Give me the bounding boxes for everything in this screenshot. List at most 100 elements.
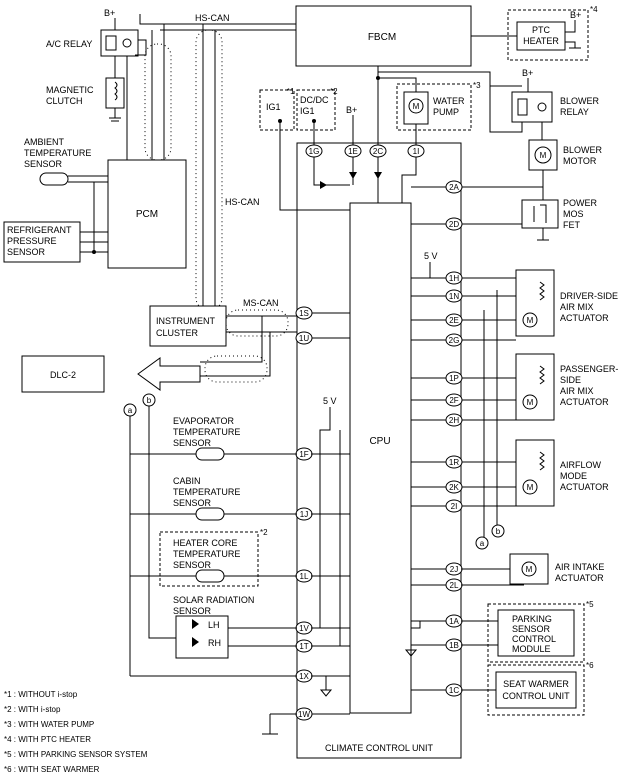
terminal-label-2J: 2J	[450, 565, 458, 574]
svg-text:M: M	[540, 151, 547, 160]
svg-text:b: b	[147, 396, 152, 405]
passenger-label-3: AIR MIX	[560, 386, 594, 396]
terminal-label-1W: 1W	[298, 710, 310, 719]
blower-motor-group: M BLOWER MOTOR	[461, 139, 603, 188]
right-connectors: a b	[475, 290, 505, 550]
svg-text:M: M	[526, 565, 533, 574]
terminal-label-2I: 2I	[451, 502, 458, 511]
ac-relay-label: A/C RELAY	[46, 39, 92, 49]
power-mos-fet-box	[521, 199, 559, 229]
terminal-label-1X: 1X	[299, 672, 309, 681]
parking-optional-border	[487, 603, 585, 663]
svg-text:HEATER CORE: HEATER CORE	[173, 538, 237, 548]
top-terminals: 1G 1E 2C 1I	[305, 144, 425, 158]
terminal-label-1H: 1H	[449, 274, 459, 283]
ambient-thermistor-icon	[39, 172, 69, 186]
airflow-mode-motor-icon	[522, 479, 538, 495]
svg-text:SENSOR: SENSOR	[173, 438, 212, 448]
pcm-module: PCM	[107, 159, 187, 269]
svg-text:SENSOR: SENSOR	[173, 498, 212, 508]
svg-text:MODULE: MODULE	[512, 644, 551, 654]
blower-relay-label-2: RELAY	[560, 107, 589, 117]
svg-text:CONTROL: CONTROL	[512, 634, 556, 644]
heater-core-temperature-sensor: *2 HEATER CORE TEMPERATURE SENSOR	[130, 528, 297, 587]
terminal-label-1B: 1B	[449, 641, 459, 650]
terminal-label-2G: 2G	[449, 336, 460, 345]
passenger-air-mix-box	[515, 353, 555, 421]
legend-item: *1 : WITHOUT i-stop	[4, 690, 78, 699]
solar-lh-diode-icon	[192, 619, 199, 629]
ac-relay-control-wire	[135, 39, 147, 56]
ig1-optional-border	[259, 89, 295, 131]
blower-relay-label-1: BLOWER	[560, 96, 600, 106]
svg-text:CONTROL UNIT: CONTROL UNIT	[502, 691, 570, 701]
airflow-mode-actuator: M AIRFLOW MODE ACTUATOR	[515, 439, 609, 507]
svg-text:M: M	[527, 316, 534, 325]
svg-text:SENSOR: SENSOR	[512, 624, 551, 634]
ig1-label: IG1	[266, 102, 281, 112]
terminal-label-1N: 1N	[449, 292, 459, 301]
ptc-heater-group: *4 PTC HEATER B+	[471, 5, 598, 61]
hs-can-label-side: HS-CAN	[225, 197, 260, 207]
refrigerant-pressure-sensor: REFRIGERANT PRESSURE SENSOR	[3, 182, 108, 263]
svg-text:M: M	[527, 483, 534, 492]
clutch-coil-icon	[114, 81, 118, 101]
seat-warmer-group: *6 SEAT WARMER CONTROL UNIT	[487, 661, 594, 716]
terminal-label-1T: 1T	[299, 642, 308, 651]
passenger-label-2: SIDE	[560, 375, 581, 385]
svg-text:CABIN: CABIN	[173, 476, 201, 486]
water-pump-label-2: PUMP	[433, 107, 459, 117]
terminal-label-1L: 1L	[300, 572, 309, 581]
terminal-label-1C: 1C	[449, 686, 459, 695]
blower-motor-label-2: MOTOR	[563, 156, 597, 166]
blower-motor-icon	[534, 146, 552, 164]
fbcm-box	[295, 5, 472, 67]
water-pump-optional-border	[396, 83, 472, 131]
ambient-label-2: TEMPERATURE	[24, 148, 91, 158]
hs-can-coil-1	[144, 43, 172, 161]
ambient-label-3: SENSOR	[24, 159, 63, 169]
left-connectors: a b	[123, 393, 176, 676]
connector-a-right	[475, 536, 489, 550]
hs-can-twisted-pair-left	[144, 24, 172, 161]
terminal-label-1V: 1V	[299, 624, 309, 633]
dlc2-arrow-icon	[137, 357, 201, 391]
driver-label-3: ACTUATOR	[560, 313, 609, 323]
ptc-bplus: B+	[570, 10, 581, 20]
driver-air-mix-motor-icon	[522, 312, 538, 328]
ptc-heater-optional-border	[507, 9, 589, 61]
refrigerant-label-3: SENSOR	[7, 247, 46, 257]
svg-text:M: M	[527, 398, 534, 407]
dcdc-label-1: DC/DC	[300, 95, 329, 105]
legend-item: *6 : WITH SEAT WARMER	[4, 765, 100, 774]
refrigerant-label-2: PRESSURE	[7, 236, 57, 246]
legend-item: *4 : WITH PTC HEATER	[4, 735, 91, 744]
hs-can-twisted-pair-right: HS-CAN	[195, 24, 260, 311]
pcm-label: PCM	[136, 209, 158, 220]
instrument-cluster-label-2: CLUSTER	[156, 328, 199, 338]
climate-control-unit-label: CLIMATE CONTROL UNIT	[325, 743, 434, 753]
svg-text:1E: 1E	[348, 147, 358, 156]
ms-can-label: MS-CAN	[243, 298, 279, 308]
diode-icon-3	[374, 172, 382, 179]
terminal-1S	[295, 306, 313, 320]
legend-item: *2 : WITH i-stop	[4, 705, 61, 714]
note-4-marker: *4	[590, 5, 598, 14]
diode-icon-2	[349, 172, 357, 179]
solar-sensor-box	[175, 615, 229, 659]
driver-air-mix-box	[515, 269, 555, 337]
svg-text:RH: RH	[208, 638, 221, 648]
passenger-label-4: ACTUATOR	[560, 397, 609, 407]
terminal-label-1J: 1J	[300, 510, 308, 519]
svg-text:TEMPERATURE: TEMPERATURE	[173, 487, 240, 497]
airflow-label-2: MODE	[560, 471, 587, 481]
pcm-box	[107, 159, 187, 269]
dcdc-optional-border	[296, 89, 336, 131]
ptc-heater-label-2: HEATER	[523, 36, 559, 46]
refrigerant-label-1: REFRIGERANT	[7, 225, 72, 235]
water-pump-label-1: WATER	[433, 96, 465, 106]
dlc2-connector: DLC-2	[21, 355, 201, 393]
terminal-1U	[295, 331, 313, 345]
air-intake-box	[509, 553, 549, 585]
